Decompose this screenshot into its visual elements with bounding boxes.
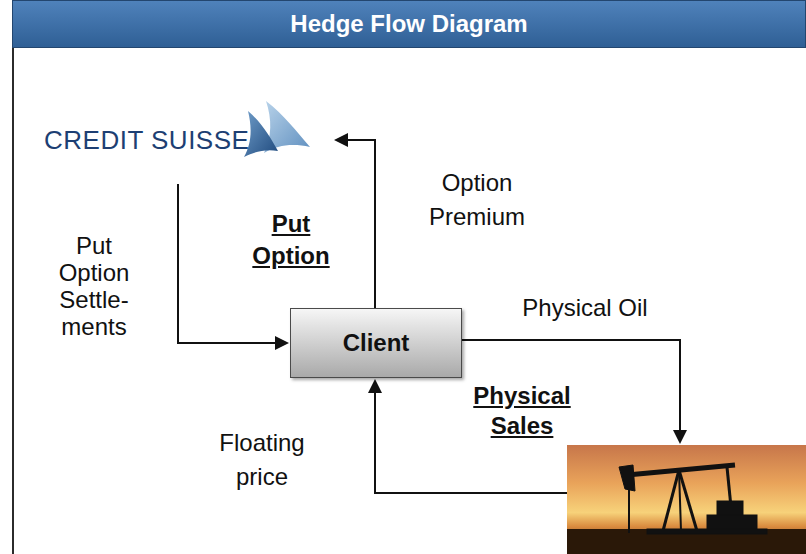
arrow-head: [368, 379, 382, 393]
connector-line: [348, 140, 375, 308]
oil-field-picture: Physical Sales: [567, 445, 806, 554]
title-bar: Hedge Flow Diagram: [12, 0, 806, 48]
title-text: Hedge Flow Diagram: [290, 10, 527, 38]
edge-label: Floating price: [206, 426, 318, 494]
arrow-head: [334, 133, 348, 147]
bank-logo: CREDIT SUISSE: [40, 95, 322, 170]
process-box: Client: [290, 308, 462, 378]
arrow-head: [673, 430, 687, 444]
flow-arrow: [334, 133, 375, 308]
edge-label: Put Option Settle- ments: [48, 232, 140, 340]
oil-pump-photo: [567, 445, 806, 554]
logo-text: CREDIT SUISSE: [44, 125, 249, 156]
arrow-head: [275, 336, 289, 350]
node-heading: Physical Sales: [452, 381, 592, 441]
edge-label: Option Premium: [412, 166, 542, 234]
hedge-leg-label: Put Option: [236, 208, 346, 272]
node-label: Client: [343, 329, 410, 357]
edge-label: Physical Oil: [500, 294, 670, 322]
